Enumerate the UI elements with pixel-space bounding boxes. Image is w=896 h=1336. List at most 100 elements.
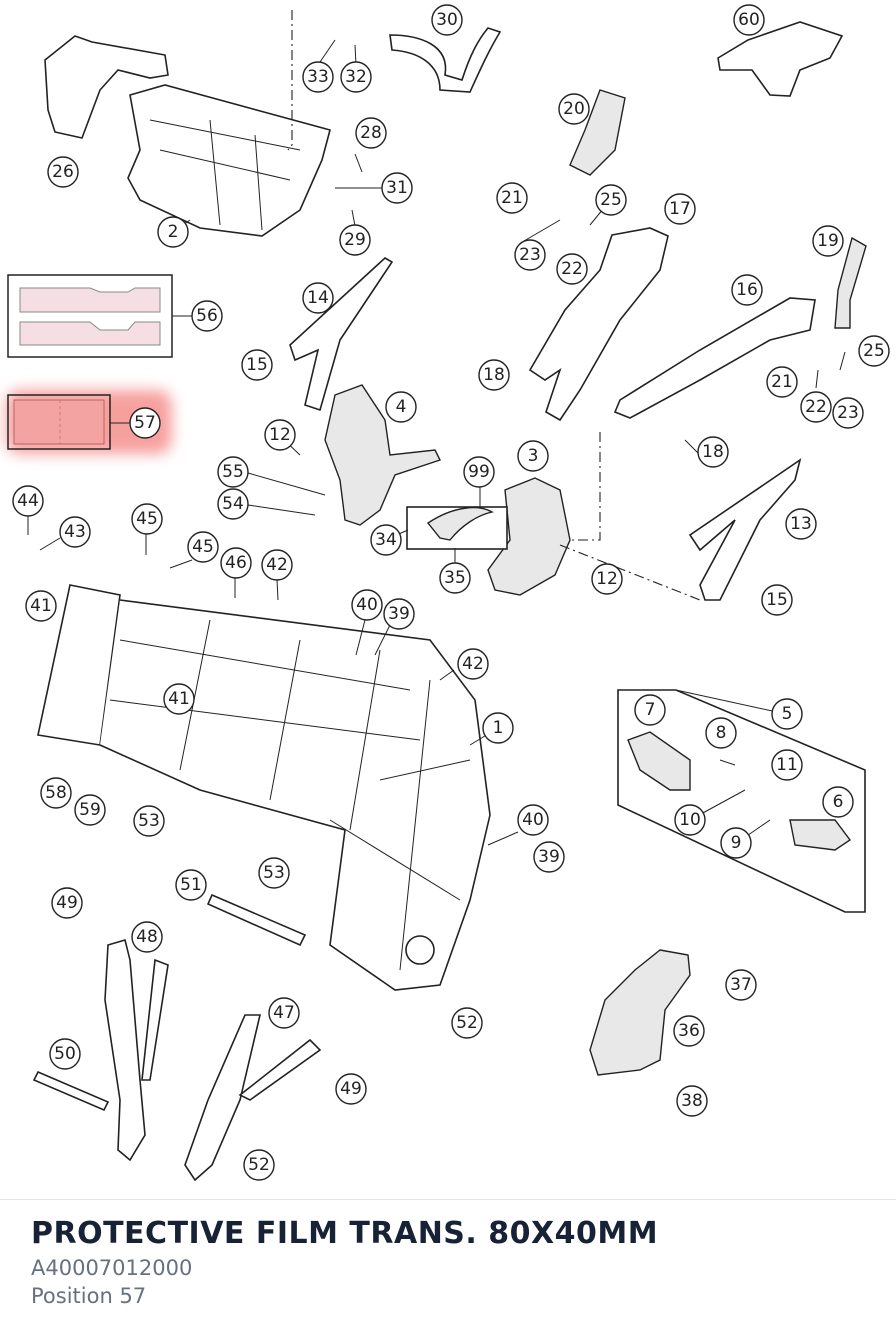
callout-3[interactable]: 3 (517, 440, 549, 472)
callout-30[interactable]: 30 (431, 4, 463, 36)
callout-15b[interactable]: 15 (761, 584, 793, 616)
svg-text:31: 31 (386, 178, 408, 198)
svg-text:25: 25 (600, 190, 622, 210)
callout-8[interactable]: 8 (705, 717, 737, 749)
callout-33[interactable]: 33 (302, 61, 334, 93)
callout-21[interactable]: 21 (496, 182, 528, 214)
callout-44[interactable]: 44 (12, 485, 44, 517)
callout-28[interactable]: 28 (355, 117, 387, 149)
svg-text:7: 7 (645, 700, 656, 720)
callout-7[interactable]: 7 (634, 694, 666, 726)
callout-53[interactable]: 53 (133, 805, 165, 837)
callout-34[interactable]: 34 (370, 524, 402, 556)
callout-58[interactable]: 58 (40, 777, 72, 809)
svg-text:4: 4 (396, 397, 407, 417)
callout-38[interactable]: 38 (676, 1085, 708, 1117)
callout-11[interactable]: 11 (771, 749, 803, 781)
callout-4[interactable]: 4 (385, 391, 417, 423)
callout-40[interactable]: 40 (351, 589, 383, 621)
callout-1[interactable]: 1 (482, 712, 514, 744)
part-info-panel: PROTECTIVE FILM TRANS. 80X40MM A40007012… (0, 1199, 896, 1336)
callout-46[interactable]: 46 (220, 547, 252, 579)
part-17-bracket (528, 227, 669, 422)
part-19-footrest (834, 236, 867, 329)
callout-19[interactable]: 19 (812, 225, 844, 257)
callout-16[interactable]: 16 (731, 274, 763, 306)
callout-52[interactable]: 52 (451, 1007, 483, 1039)
part-20-footrest (569, 89, 626, 176)
callout-18[interactable]: 18 (478, 359, 510, 391)
callout-57[interactable]: 57 (129, 407, 161, 439)
callout-48[interactable]: 48 (131, 921, 163, 953)
part-57-frame (7, 394, 111, 450)
callout-47[interactable]: 47 (268, 997, 300, 1029)
callout-49b[interactable]: 49 (335, 1073, 367, 1105)
svg-text:29: 29 (344, 230, 366, 250)
callout-55[interactable]: 55 (217, 456, 249, 488)
callout-12b[interactable]: 12 (591, 563, 623, 595)
part-36-cover (589, 949, 691, 1076)
svg-text:60: 60 (738, 10, 760, 30)
callout-14[interactable]: 14 (302, 282, 334, 314)
callout-32[interactable]: 32 (340, 61, 372, 93)
callout-39[interactable]: 39 (383, 598, 415, 630)
callout-43[interactable]: 43 (59, 516, 91, 548)
callout-49[interactable]: 49 (51, 887, 83, 919)
callout-23[interactable]: 23 (514, 239, 546, 271)
callout-46b[interactable]: 46 (193, 537, 215, 557)
callout-5[interactable]: 5 (771, 698, 803, 730)
svg-text:42: 42 (266, 555, 288, 575)
callout-41b[interactable]: 41 (163, 683, 195, 715)
callout-42[interactable]: 42 (261, 549, 293, 581)
callout-52b[interactable]: 52 (243, 1149, 275, 1181)
callout-26[interactable]: 26 (47, 156, 79, 188)
callout-45b[interactable]: 45 (187, 531, 219, 563)
callout-51[interactable]: 51 (175, 869, 207, 901)
svg-text:25: 25 (863, 341, 885, 361)
svg-text:40: 40 (356, 595, 378, 615)
callout-39b[interactable]: 39 (533, 841, 565, 873)
callout-2[interactable]: 2 (157, 216, 189, 248)
callout-59[interactable]: 59 (74, 794, 106, 826)
svg-text:52: 52 (248, 1155, 270, 1175)
callout-45[interactable]: 45 (131, 503, 163, 535)
callout-13[interactable]: 13 (785, 508, 817, 540)
part-60-guard (717, 21, 844, 97)
callout-6[interactable]: 6 (822, 786, 854, 818)
callout-22b[interactable]: 22 (800, 391, 832, 423)
callout-37[interactable]: 37 (725, 969, 757, 1001)
callout-9[interactable]: 9 (720, 827, 752, 859)
svg-text:18: 18 (702, 442, 724, 462)
callout-54[interactable]: 54 (217, 488, 249, 520)
callout-10[interactable]: 10 (674, 804, 706, 836)
callout-18b[interactable]: 18 (697, 436, 729, 468)
callout-40b[interactable]: 40 (517, 804, 549, 836)
svg-text:30: 30 (436, 10, 458, 30)
callout-12[interactable]: 12 (264, 419, 296, 451)
callout-21b[interactable]: 21 (766, 366, 798, 398)
callout-35[interactable]: 35 (439, 562, 471, 594)
part-2-shroud (127, 84, 331, 237)
part-26-bracket (44, 35, 169, 139)
svg-text:28: 28 (360, 123, 382, 143)
callout-60[interactable]: 60 (733, 4, 765, 36)
callout-23b[interactable]: 23 (832, 397, 864, 429)
callout-56[interactable]: 56 (191, 300, 223, 332)
callout-42b[interactable]: 42 (457, 648, 489, 680)
callout-25b[interactable]: 25 (858, 335, 890, 367)
callout-31[interactable]: 31 (381, 172, 413, 204)
svg-text:50: 50 (54, 1044, 76, 1064)
svg-text:36: 36 (678, 1021, 700, 1041)
callout-36[interactable]: 36 (673, 1015, 705, 1047)
svg-text:12: 12 (596, 569, 618, 589)
callout-15[interactable]: 15 (241, 349, 273, 381)
callout-17[interactable]: 17 (664, 193, 696, 225)
callout-99[interactable]: 99 (463, 456, 495, 488)
callout-50[interactable]: 50 (49, 1038, 81, 1070)
callout-41[interactable]: 41 (25, 590, 57, 622)
callout-25[interactable]: 25 (595, 184, 627, 216)
callout-53b[interactable]: 53 (258, 857, 290, 889)
callout-20[interactable]: 20 (558, 93, 590, 125)
callout-29[interactable]: 29 (339, 224, 371, 256)
callout-22[interactable]: 22 (556, 253, 588, 285)
